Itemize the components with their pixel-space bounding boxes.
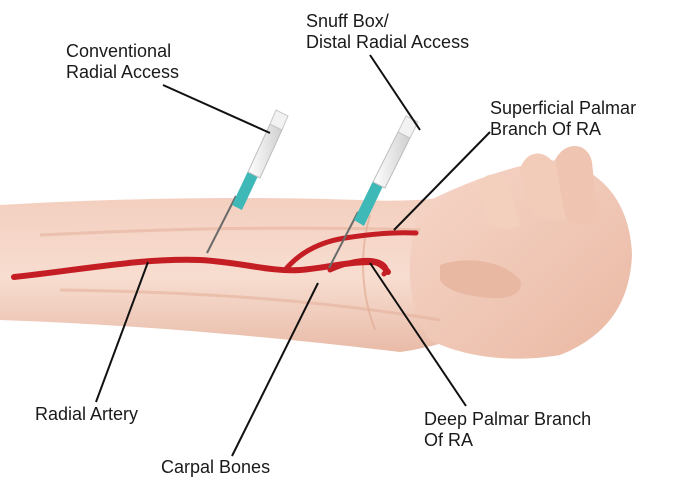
label-carpal-bones: Carpal Bones	[161, 457, 270, 478]
label-line: Conventional	[66, 41, 179, 62]
label-line: Superficial Palmar	[490, 98, 636, 119]
label-radial-artery: Radial Artery	[35, 404, 138, 425]
hand	[410, 160, 632, 359]
label-snuff-box-access: Snuff Box/ Distal Radial Access	[306, 11, 469, 53]
label-line: Branch Of RA	[490, 119, 636, 140]
label-superficial-palmar-branch: Superficial Palmar Branch Of RA	[490, 98, 636, 140]
label-line: Radial Access	[66, 62, 179, 83]
label-line: Deep Palmar Branch	[424, 409, 591, 430]
label-line: Snuff Box/	[306, 11, 469, 32]
label-deep-palmar-branch: Deep Palmar Branch Of RA	[424, 409, 591, 451]
label-line: Carpal Bones	[161, 457, 270, 478]
label-line: Radial Artery	[35, 404, 138, 425]
leader-snuffbox	[370, 55, 420, 130]
leader-conventional	[163, 85, 270, 133]
label-line: Distal Radial Access	[306, 32, 469, 53]
label-line: Of RA	[424, 430, 591, 451]
label-conventional-radial-access: Conventional Radial Access	[66, 41, 179, 83]
